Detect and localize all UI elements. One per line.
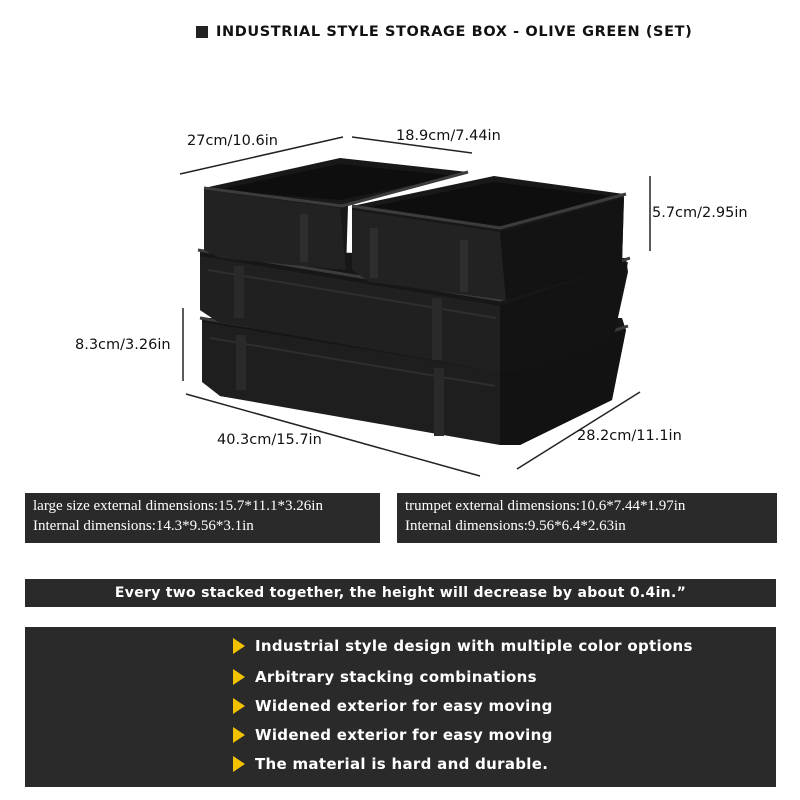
feature-item: Widened exterior for easy moving xyxy=(233,726,553,744)
dim-line-large-width xyxy=(516,391,641,470)
feature-item: Industrial style design with multiple co… xyxy=(233,637,693,655)
feature-item: The material is hard and durable. xyxy=(233,755,548,773)
feature-text: Widened exterior for easy moving xyxy=(255,697,553,715)
dim-label-large-height: 8.3cm/3.26in xyxy=(75,337,171,353)
page-title: INDUSTRIAL STYLE STORAGE BOX - OLIVE GRE… xyxy=(196,24,692,40)
stacking-note: Every two stacked together, the height w… xyxy=(25,579,776,607)
dim-line-large-length xyxy=(185,393,481,477)
large-external-dimensions: large size external dimensions:15.7*11.1… xyxy=(33,498,323,514)
triangle-right-icon xyxy=(233,698,245,714)
small-external-dimensions: trumpet external dimensions:10.6*7.44*1.… xyxy=(405,498,686,514)
feature-text: Arbitrary stacking combinations xyxy=(255,668,537,686)
dim-line-small-width xyxy=(351,136,473,154)
small-spec-panel: trumpet external dimensions:10.6*7.44*1.… xyxy=(397,493,777,543)
triangle-right-icon xyxy=(233,669,245,685)
triangle-right-icon xyxy=(233,756,245,772)
feature-list: Industrial style design with multiple co… xyxy=(25,627,776,787)
feature-item: Arbitrary stacking combinations xyxy=(233,668,537,686)
feature-text: Industrial style design with multiple co… xyxy=(255,637,693,655)
small-box-left xyxy=(203,158,469,270)
dim-label-small-height: 5.7cm/2.95in xyxy=(652,205,748,221)
square-icon xyxy=(196,26,208,38)
feature-text: Widened exterior for easy moving xyxy=(255,726,553,744)
small-box-right xyxy=(351,176,627,300)
dim-label-large-width: 28.2cm/11.1in xyxy=(577,428,682,444)
dim-label-small-width: 18.9cm/7.44in xyxy=(396,128,501,144)
title-text: INDUSTRIAL STYLE STORAGE BOX - OLIVE GRE… xyxy=(216,24,693,40)
feature-text: The material is hard and durable. xyxy=(255,755,549,773)
dim-line-small-length xyxy=(179,136,344,175)
dim-label-large-length: 40.3cm/15.7in xyxy=(217,432,322,448)
triangle-right-icon xyxy=(233,727,245,743)
feature-item: Widened exterior for easy moving xyxy=(233,697,553,715)
large-spec-panel: large size external dimensions:15.7*11.1… xyxy=(25,493,380,543)
triangle-right-icon xyxy=(233,638,245,654)
small-internal-dimensions: Internal dimensions:9.56*6.4*2.63in xyxy=(405,518,626,534)
dim-label-small-length: 27cm/10.6in xyxy=(187,133,278,149)
large-internal-dimensions: Internal dimensions:14.3*9.56*3.1in xyxy=(33,518,254,534)
product-illustration xyxy=(179,136,651,477)
